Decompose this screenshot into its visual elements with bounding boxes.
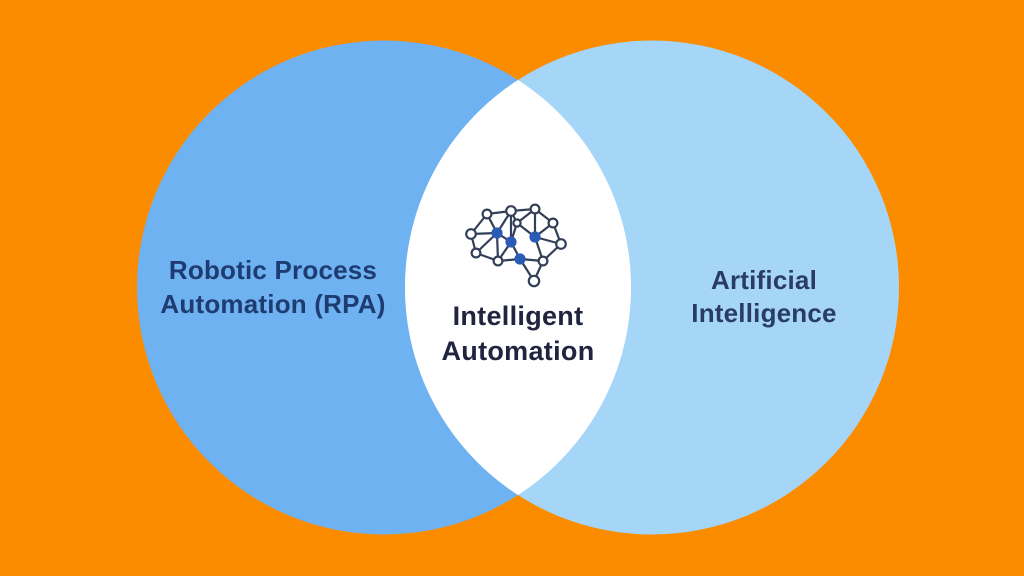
right-circle-label-line1: Artificial [710,265,818,295]
brain-network-nodes-white [465,203,567,288]
intersection-label-line2: Automation [441,336,595,366]
right-circle-label: Artificial Intelligence [691,264,836,330]
intersection-label: Intelligent Automation [442,299,595,369]
brain-network-icon [465,203,567,288]
left-circle-label-line2: Automation (RPA) [160,289,386,319]
right-circle-label-line2: Intelligence [691,298,837,328]
intersection-lens [404,80,632,495]
intersection-label-line1: Intelligent [452,301,584,331]
left-circle-label-line1: Robotic Process [168,255,378,285]
left-circle-label: Robotic Process Automation (RPA) [160,253,385,321]
brain-network-nodes-blue [491,227,541,265]
